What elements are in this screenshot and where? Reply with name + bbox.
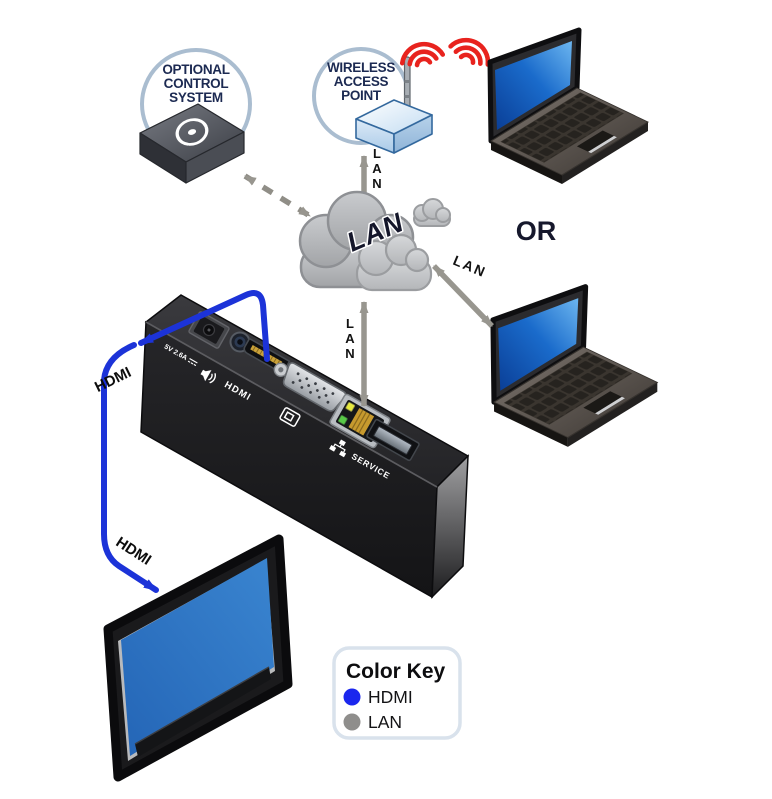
laptop-deck <box>489 87 650 176</box>
hdmi-cable <box>101 290 270 593</box>
callout-control-line2: CONTROL <box>164 76 229 91</box>
service-usb-port <box>366 418 420 462</box>
laptop-keyboard <box>501 92 624 163</box>
dc-symbol-icon <box>187 358 198 367</box>
color-key-item-hdmi: HDMI <box>368 687 413 707</box>
laptop-base-edge <box>491 141 562 184</box>
monitor-speaker-grille <box>135 667 271 757</box>
monitor-screen <box>121 558 274 756</box>
ethernet-led-yellow <box>345 402 356 412</box>
lan-arrow-cloud-laptop <box>432 264 494 328</box>
display-monitor <box>103 534 293 782</box>
speaker-icon <box>200 369 216 384</box>
lan-letter: N <box>345 346 354 361</box>
lan-label-vertical-bottom: L A N <box>344 315 357 363</box>
device-side-face <box>431 454 469 599</box>
color-key-title: Color Key <box>346 660 446 683</box>
ethernet-led-green <box>338 415 348 425</box>
laptop-base-edge <box>562 122 648 184</box>
color-key: Color Key HDMI LAN <box>332 646 462 740</box>
lan-label-vertical-top: L A N <box>371 145 384 193</box>
laptop-touchpad <box>576 130 617 154</box>
network-icon <box>329 439 347 458</box>
hdmi-cable-to-display <box>101 342 159 593</box>
callout-control-line1: OPTIONAL <box>162 62 229 77</box>
lan-cloud: LAN <box>298 190 451 292</box>
laptop-2 <box>493 287 657 447</box>
cloud-small <box>413 198 451 227</box>
callout-wap-line1: WIRELESS <box>327 60 395 75</box>
control-dashed-arrow <box>243 173 312 219</box>
callout-wap-line2: ACCESS <box>334 74 389 89</box>
access-point-device <box>355 99 433 154</box>
laptop-screen <box>495 41 572 130</box>
laptop <box>487 27 650 184</box>
lan-letter: L <box>346 316 354 331</box>
hdmi-color-dot <box>343 688 361 706</box>
spiral-logo-icon <box>175 118 209 146</box>
color-key-item-lan: LAN <box>368 712 402 732</box>
lan-letter: A <box>372 161 382 176</box>
lan-letter: L <box>373 146 381 161</box>
wifi-signal-icon <box>399 37 491 68</box>
lan-letter: N <box>372 176 381 191</box>
hdmi-cable-label-upper: HDMI <box>92 364 134 396</box>
lan-letter: A <box>345 331 355 346</box>
display-icon <box>279 407 301 427</box>
main-device: 5V 2.6A HDMI SERVICE <box>140 294 470 599</box>
or-label: OR <box>516 216 557 246</box>
lan-color-dot <box>343 713 361 731</box>
color-key-box <box>332 646 462 740</box>
hdmi-cable-from-device <box>138 290 270 362</box>
callout-control-line3: SYSTEM <box>169 90 223 105</box>
lan-label-diagonal: LAN <box>451 252 489 280</box>
cloud-front-lobe <box>355 233 433 292</box>
callout-wap-line3: POINT <box>341 88 382 103</box>
